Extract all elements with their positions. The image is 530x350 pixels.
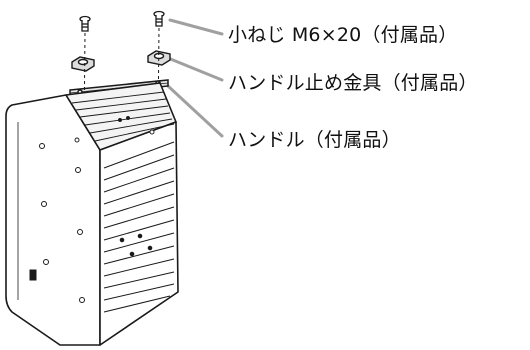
- grille-slats: [103, 141, 175, 313]
- handle-leader-line: [166, 84, 224, 138]
- top-ribs: [71, 91, 175, 143]
- side-panel-details: [17, 122, 85, 303]
- assembly-guide-lines: [83, 27, 160, 139]
- bracket-leader-line: [166, 56, 224, 82]
- screw-leader-line: [168, 18, 224, 36]
- cabinet-side-panel: [5, 94, 101, 346]
- bracket-left: [71, 56, 95, 72]
- handle-callout-label: ハンドル（付属品）: [228, 129, 401, 151]
- screw-left: [79, 15, 91, 32]
- bracket-callout-label: ハンドル止め金具（付属品）: [228, 72, 478, 94]
- bracket-right: [147, 50, 171, 66]
- speaker-cabinet: [5, 82, 179, 346]
- screw-callout-label: 小ねじ M6×20（付属品）: [228, 24, 458, 46]
- screw-right: [153, 10, 165, 27]
- leader-lines: [166, 18, 224, 138]
